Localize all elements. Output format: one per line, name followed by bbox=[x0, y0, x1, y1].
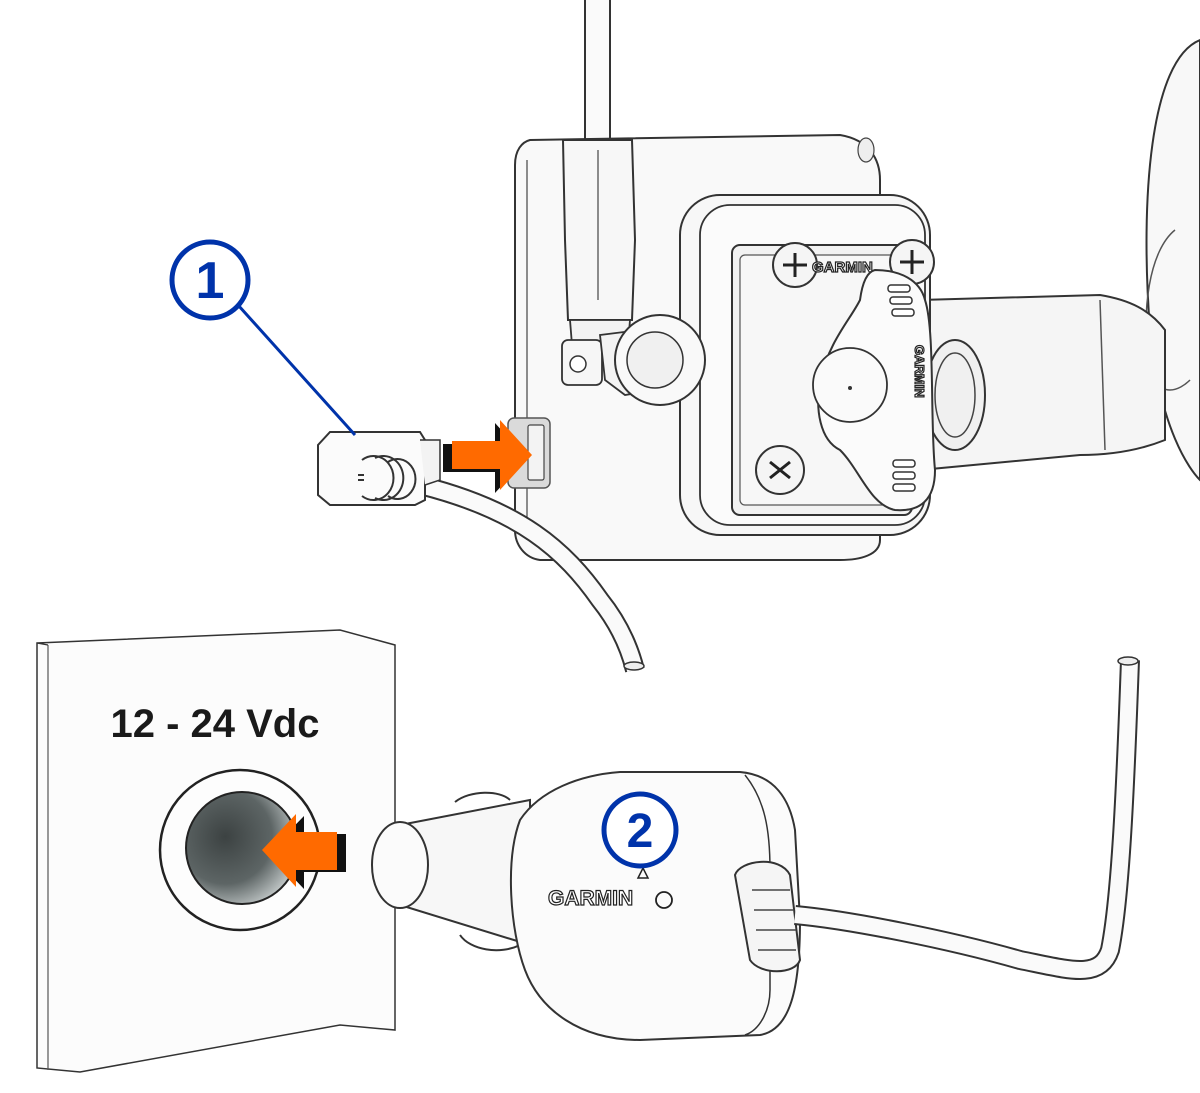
vehicle-power-adapter: GARMIN bbox=[371, 771, 802, 1042]
adapter-body bbox=[509, 771, 802, 1042]
antenna-connector bbox=[561, 139, 637, 321]
voltage-label: 12 - 24 Vdc bbox=[110, 702, 319, 746]
insert-arrow-right-icon bbox=[443, 420, 532, 493]
antenna-cable bbox=[584, 0, 611, 141]
adapter-led-triangle bbox=[636, 866, 650, 879]
screw-icon bbox=[772, 242, 818, 288]
adapter-led bbox=[655, 891, 673, 909]
mount-plate-brand: GARMIN bbox=[812, 259, 873, 276]
power-socket-panel: 12 - 24 Vdc bbox=[36, 629, 396, 1073]
knob-brand: GARMIN bbox=[912, 345, 927, 398]
svg-text:1: 1 bbox=[196, 252, 225, 310]
callout-1: 1 bbox=[169, 239, 251, 321]
adapter-brand: GARMIN bbox=[548, 887, 633, 910]
knob-center bbox=[812, 347, 888, 423]
mount-assembly: GARMIN GARMIN bbox=[507, 0, 1200, 561]
strain-relief bbox=[733, 860, 802, 973]
callout-1-leader bbox=[236, 303, 357, 437]
callout-2: 2 bbox=[601, 791, 679, 869]
insert-arrow-left-icon bbox=[262, 814, 346, 889]
knob-grip-lines bbox=[887, 284, 916, 492]
svg-text:2: 2 bbox=[627, 805, 654, 858]
screw-icon bbox=[755, 445, 805, 495]
mini-usb-connector bbox=[317, 431, 441, 506]
